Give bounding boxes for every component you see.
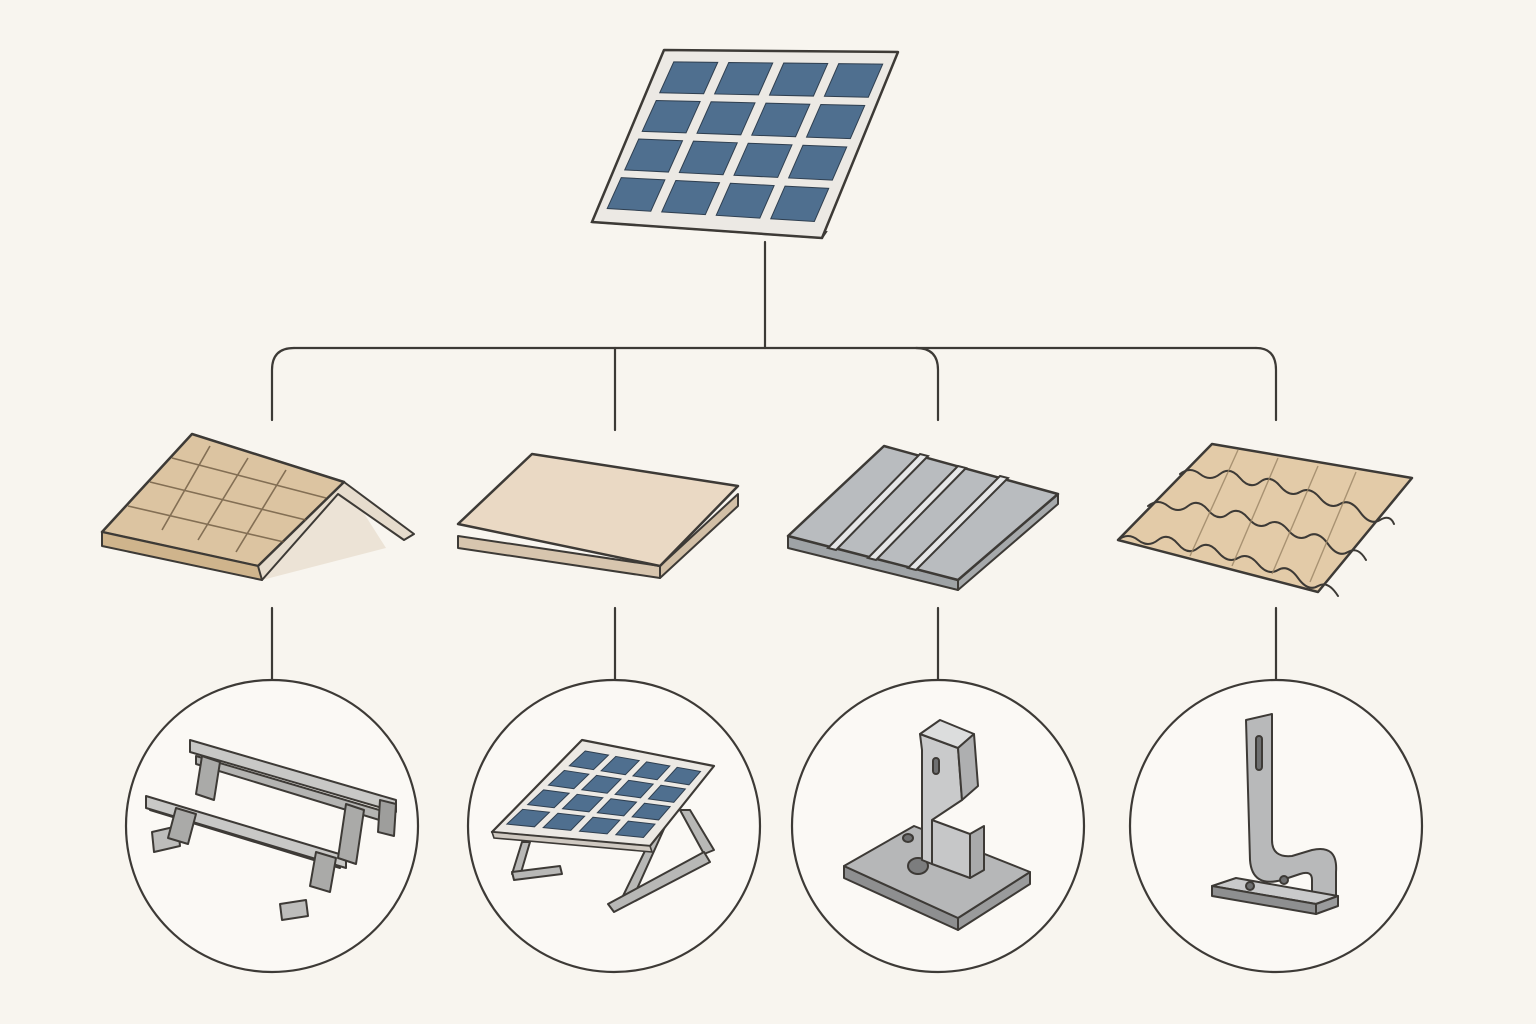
solar-cell [542,812,586,831]
solar-cell [660,179,721,216]
solar-cell [631,802,672,821]
panel-cells [606,61,884,223]
tilt-mount-icon [490,738,716,913]
solar-cell [805,103,866,140]
solar-cell [568,750,610,771]
solar-cell [600,755,641,776]
solar-cell [769,185,830,223]
solar-cell [561,793,604,813]
solar-cell [623,138,684,173]
solar-cell [696,101,756,136]
solar-cell [606,177,666,212]
tilt-panel-cells [505,750,702,838]
pitched-roof-icon [100,432,415,581]
branch-left-curve [270,346,296,422]
circle-tile-hook [1128,678,1424,974]
tile-roof-icon [1116,442,1414,597]
solar-cell [505,808,551,828]
mount-circles [124,678,1424,974]
solar-panel-icon [590,48,900,240]
solar-cell [578,816,621,835]
solar-cell [715,182,775,219]
solar-cell [647,784,687,803]
seam-clamp-icon [843,719,1031,931]
solar-cell [733,142,793,178]
solar-cell [580,774,623,794]
solar-cell [631,761,671,781]
solar-cell [614,820,656,838]
connector-lines [270,240,1278,684]
solar-cell [713,61,774,96]
tile-hook-icon [1211,713,1339,915]
solar-cell [614,779,655,799]
branch-3-curve [914,346,940,422]
solar-cell [526,789,571,809]
solar-cell [787,144,848,181]
branch-right-curve [1254,346,1278,422]
solar-cell [678,140,739,176]
solar-cell [663,766,702,786]
solar-cell [768,62,829,97]
rail-mount-icon [145,739,397,921]
flat-roof-icon [456,452,740,579]
solar-cell [750,102,811,138]
solar-cell [658,61,719,95]
metal-roof-icon [786,444,1060,591]
solar-cell [596,798,638,817]
solar-cell [641,99,701,134]
solar-cell [823,63,884,98]
circle-rail-mount [124,678,420,974]
solar-cell [547,769,590,790]
